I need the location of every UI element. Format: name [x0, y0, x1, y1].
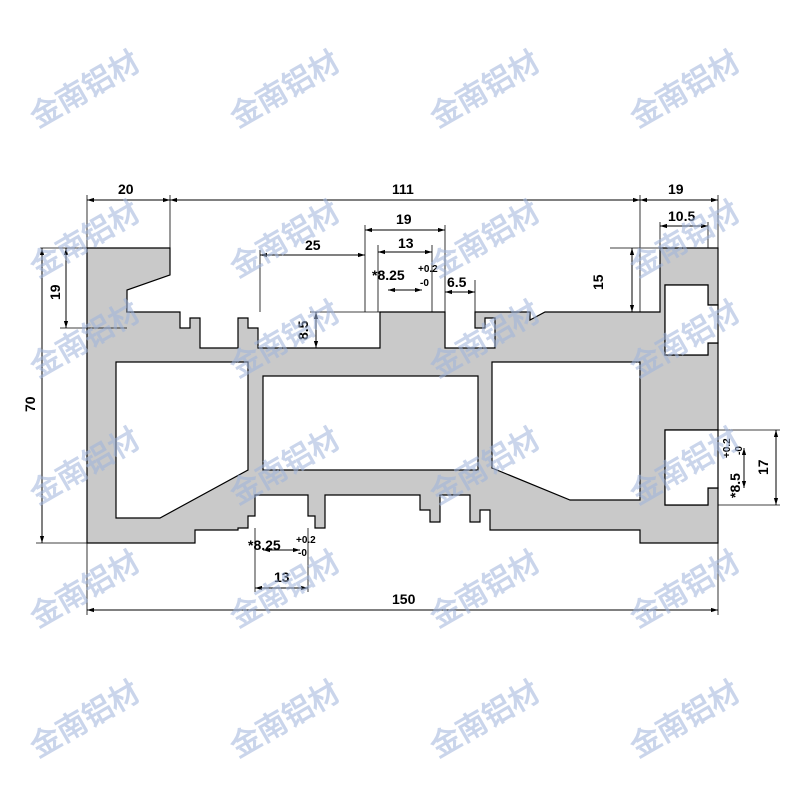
dim-19-slot: 19	[396, 211, 412, 227]
watermark-text: 金南铝材	[224, 545, 346, 636]
dim-8-5-right-tol-top: +0.2	[722, 438, 733, 458]
dim-150: 150	[392, 591, 416, 607]
dim-8-25-tol-top: +0.2	[418, 264, 438, 275]
dim-8-25-bottom-tol-bot: -0	[298, 548, 307, 559]
watermark-text: 金南铝材	[424, 45, 546, 136]
watermark-text: 金南铝材	[24, 45, 146, 136]
dim-8-5: 8.5	[295, 320, 311, 340]
right-chamber	[491, 361, 641, 501]
watermark-text: 金南铝材	[224, 195, 346, 286]
dim-8-25-bottom: *8.25	[248, 537, 281, 553]
dim-8-25: *8.25	[372, 267, 405, 283]
watermark-text: 金南铝材	[224, 675, 346, 766]
watermark-text: 金南铝材	[24, 675, 146, 766]
watermark-text: 金南铝材	[624, 45, 746, 136]
watermark-text: 金南铝材	[224, 45, 346, 136]
dim-25: 25	[305, 237, 321, 253]
watermark-text: 金南铝材	[24, 545, 146, 636]
dim-13-slot: 13	[398, 235, 414, 251]
watermark-text: 金南铝材	[424, 195, 546, 286]
dim-6-5: 6.5	[447, 274, 467, 290]
dim-8-5-right: *8.5	[727, 473, 743, 498]
watermark-text: 金南铝材	[624, 675, 746, 766]
dim-8-25-tol-bot: -0	[420, 278, 429, 289]
watermark-text: 金南铝材	[424, 675, 546, 766]
dim-8-25-bottom-tol-top: +0.2	[296, 535, 316, 546]
center-chamber	[262, 375, 479, 471]
dim-19-top: 19	[668, 181, 684, 197]
dim-20: 20	[118, 181, 134, 197]
right-upper-slot	[664, 284, 719, 356]
dim-111: 111	[392, 181, 414, 197]
dim-8-5-right-tol-bot: -0	[734, 446, 745, 455]
dim-15: 15	[590, 274, 606, 290]
left-chamber	[115, 361, 249, 519]
dim-70: 70	[22, 396, 38, 412]
watermark-text: 金南铝材	[624, 545, 746, 636]
dim-17: 17	[755, 459, 771, 475]
watermark-text: 金南铝材	[424, 545, 546, 636]
dim-19-left: 19	[47, 284, 63, 300]
dim-13-bottom: 13	[274, 569, 290, 585]
dim-10-5: 10.5	[668, 208, 695, 224]
